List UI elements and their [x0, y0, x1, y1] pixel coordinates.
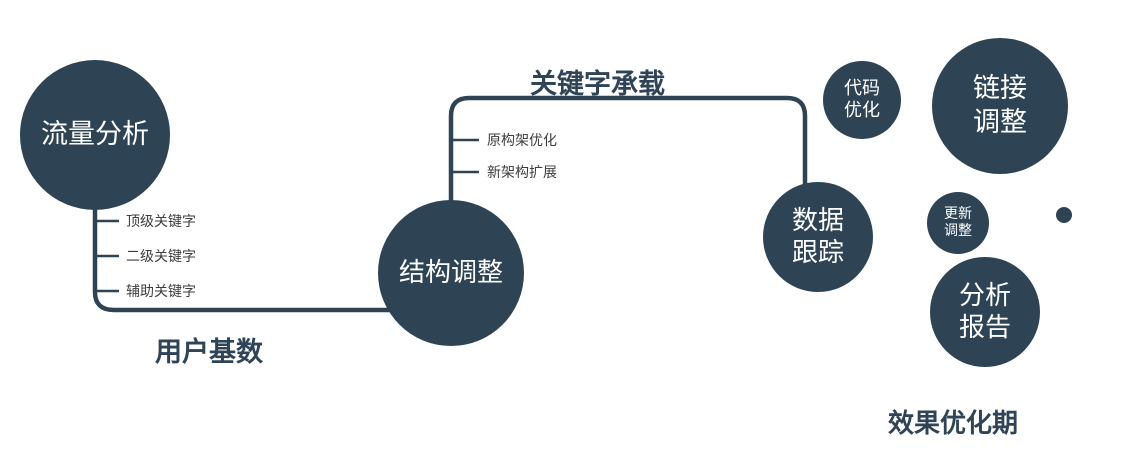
branch-label-secondary-keyword: 二级关键字	[126, 249, 196, 265]
edge-label-keyword-carry: 关键字承载	[530, 69, 665, 100]
edge-label-user-base: 用户基数	[155, 337, 263, 368]
node-link-adjustment-label: 链接调整	[973, 73, 1027, 138]
node-data-tracking-label: 数据跟踪	[791, 205, 844, 269]
node-structure-adjustment-label: 结构调整	[398, 257, 503, 288]
edge-keyword-carry-path	[448, 95, 808, 205]
node-update-adjustment: 更新调整	[927, 192, 989, 254]
node-analysis-report: 分析报告	[930, 257, 1040, 367]
node-structure-adjustment: 结构调整	[378, 200, 524, 346]
caption-effect-optimization-period: 效果优化期	[888, 409, 1019, 439]
branch-label-top-keyword: 顶级关键字	[126, 214, 196, 230]
node-data-tracking: 数据跟踪	[763, 182, 873, 292]
node-link-adjustment: 链接调整	[932, 38, 1068, 174]
node-traffic-analysis: 流量分析	[20, 60, 170, 210]
node-traffic-analysis-label: 流量分析	[41, 119, 149, 151]
dot-marker	[1056, 207, 1072, 223]
node-code-optimization: 代码优化	[823, 61, 901, 139]
node-update-adjustment-label: 更新调整	[944, 205, 972, 240]
node-analysis-report-label: 分析报告	[958, 280, 1011, 344]
node-code-optimization-label: 代码优化	[844, 77, 880, 122]
branch-label-auxiliary-keyword: 辅助关键字	[126, 284, 196, 300]
branch-label-original-arch-optimization: 原构架优化	[487, 133, 557, 149]
branch-label-new-arch-expansion: 新架构扩展	[487, 165, 557, 181]
